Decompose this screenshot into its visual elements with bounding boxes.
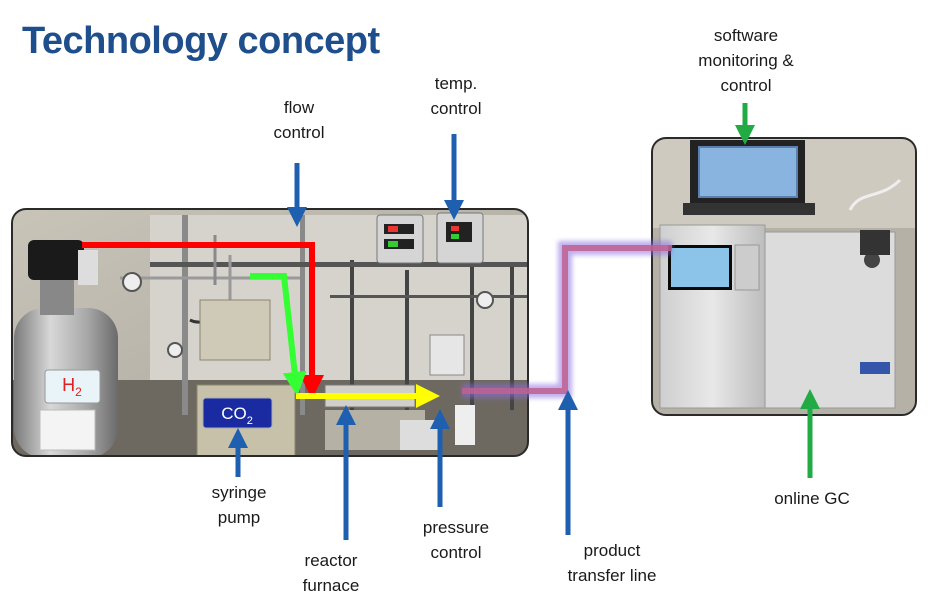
temp-control-label: temp.control [430, 74, 482, 118]
h2-label: H2 [62, 375, 82, 399]
online-gc-label: online GC [774, 489, 850, 508]
lab-setup-photo: CO2 H2 [12, 209, 528, 456]
co2-label: CO2 [221, 404, 253, 427]
product-transfer-line [462, 241, 672, 398]
gc-photo [652, 138, 916, 415]
h2-flow-line [82, 242, 324, 399]
slide-title: Technology concept [22, 20, 380, 62]
co2-flow-line [250, 273, 307, 396]
